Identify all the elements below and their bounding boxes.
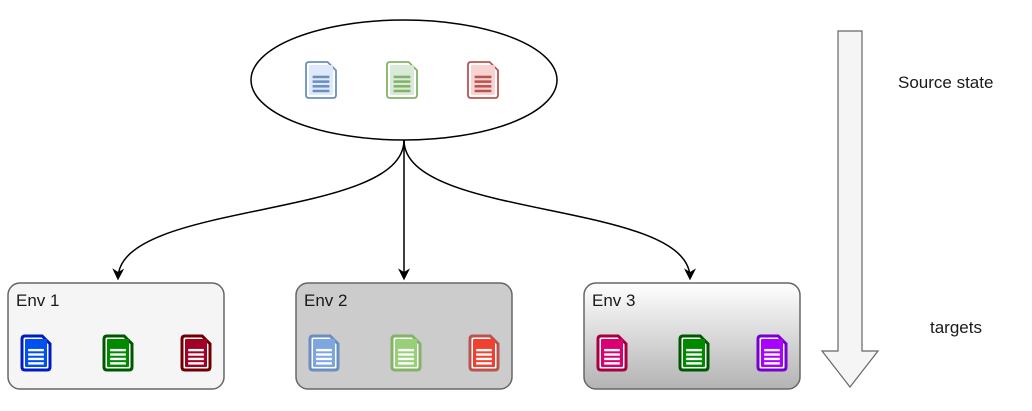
flow-down-arrow	[820, 30, 880, 388]
env-1-documents	[20, 334, 212, 372]
source-documents	[305, 61, 499, 99]
document-icon	[678, 334, 710, 372]
edge-to-env1[interactable]	[112, 139, 405, 281]
document-icon	[756, 334, 788, 372]
document-icon	[596, 334, 628, 372]
targets-label: targets	[930, 318, 982, 337]
document-icon	[305, 61, 337, 99]
env-2-box[interactable]: Env 2	[295, 282, 513, 390]
document-icon	[390, 334, 422, 372]
document-icon	[468, 334, 500, 372]
env-1-box[interactable]: Env 1	[7, 282, 225, 390]
document-icon	[467, 61, 499, 99]
env-2-label: Env 2	[304, 291, 347, 310]
document-icon	[308, 334, 340, 372]
document-icon	[20, 334, 52, 372]
source-state-label: Source state	[898, 73, 993, 92]
document-icon	[386, 61, 418, 99]
env-2-documents	[308, 334, 500, 372]
env-3-label: Env 3	[592, 291, 635, 310]
env-3-documents	[596, 334, 788, 372]
document-icon	[180, 334, 212, 372]
document-icon	[102, 334, 134, 372]
env-1-label: Env 1	[16, 291, 59, 310]
edge-to-env3[interactable]	[403, 139, 696, 281]
env-3-box[interactable]: Env 3	[583, 282, 801, 390]
